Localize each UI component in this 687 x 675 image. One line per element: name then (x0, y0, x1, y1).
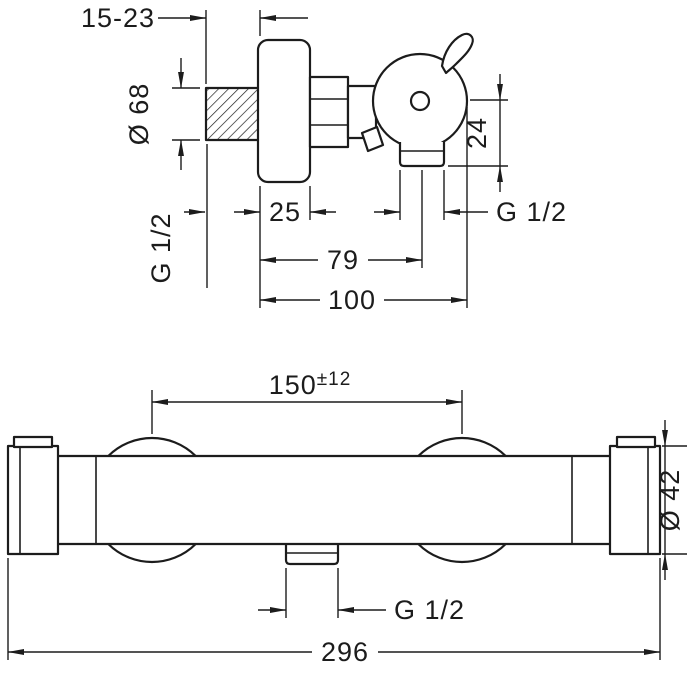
dim-label-flange-depth: 25 (269, 197, 301, 227)
dim-outlet-depth: 79 (259, 170, 423, 275)
dim-label-total-width: 296 (321, 637, 369, 667)
hose-outlet (284, 544, 340, 566)
volume-handle-tab (615, 435, 657, 449)
handle-lever (440, 32, 474, 75)
dim-label-wall-distance: 15-23 (81, 3, 155, 33)
dim-label-connection-pitch: 150±12 (269, 369, 352, 400)
dim-body-diameter: Ø 42 (655, 420, 687, 580)
front-view: 150±12 Ø 42 G 1/2 296 (6, 369, 687, 667)
dim-connection-pitch: 150±12 (151, 369, 463, 434)
mixer-body (54, 454, 614, 546)
outlet-spout (398, 142, 446, 168)
dim-outlet-thread-front: G 1/2 (258, 568, 465, 625)
side-view-part (204, 32, 474, 184)
temperature-handle-tab (12, 435, 54, 449)
dim-total-width: 296 (7, 558, 661, 667)
side-view: 15-23 Ø 68 G 1/2 25 (81, 3, 567, 315)
dim-label-body-diameter: Ø 42 (655, 469, 685, 532)
valve-center (409, 90, 431, 112)
check-valve-tab (360, 125, 385, 153)
dim-flange-depth: 25 (234, 186, 336, 308)
dim-outlet-thread-side: G 1/2 (374, 170, 567, 227)
temperature-handle (6, 444, 60, 556)
dim-total-depth: 100 (259, 107, 468, 315)
inlet-thread-nipple (204, 86, 262, 142)
dim-label-total-depth: 100 (328, 285, 376, 315)
dim-label-outlet-thread-front: G 1/2 (394, 595, 465, 625)
dim-label-outlet-depth: 79 (327, 245, 359, 275)
front-view-part (6, 435, 662, 566)
union-nut (308, 75, 350, 149)
dim-wall-distance: 15-23 (81, 3, 308, 84)
volume-handle (608, 444, 662, 556)
dim-flange-diameter: Ø 68 (124, 58, 200, 170)
dim-label-flange-diameter: Ø 68 (124, 83, 154, 146)
dim-inlet-thread: G 1/2 (146, 144, 208, 288)
escutcheon (256, 38, 312, 184)
dim-label-outlet-thread-side: G 1/2 (496, 197, 567, 227)
dim-label-inlet-thread: G 1/2 (146, 212, 176, 283)
